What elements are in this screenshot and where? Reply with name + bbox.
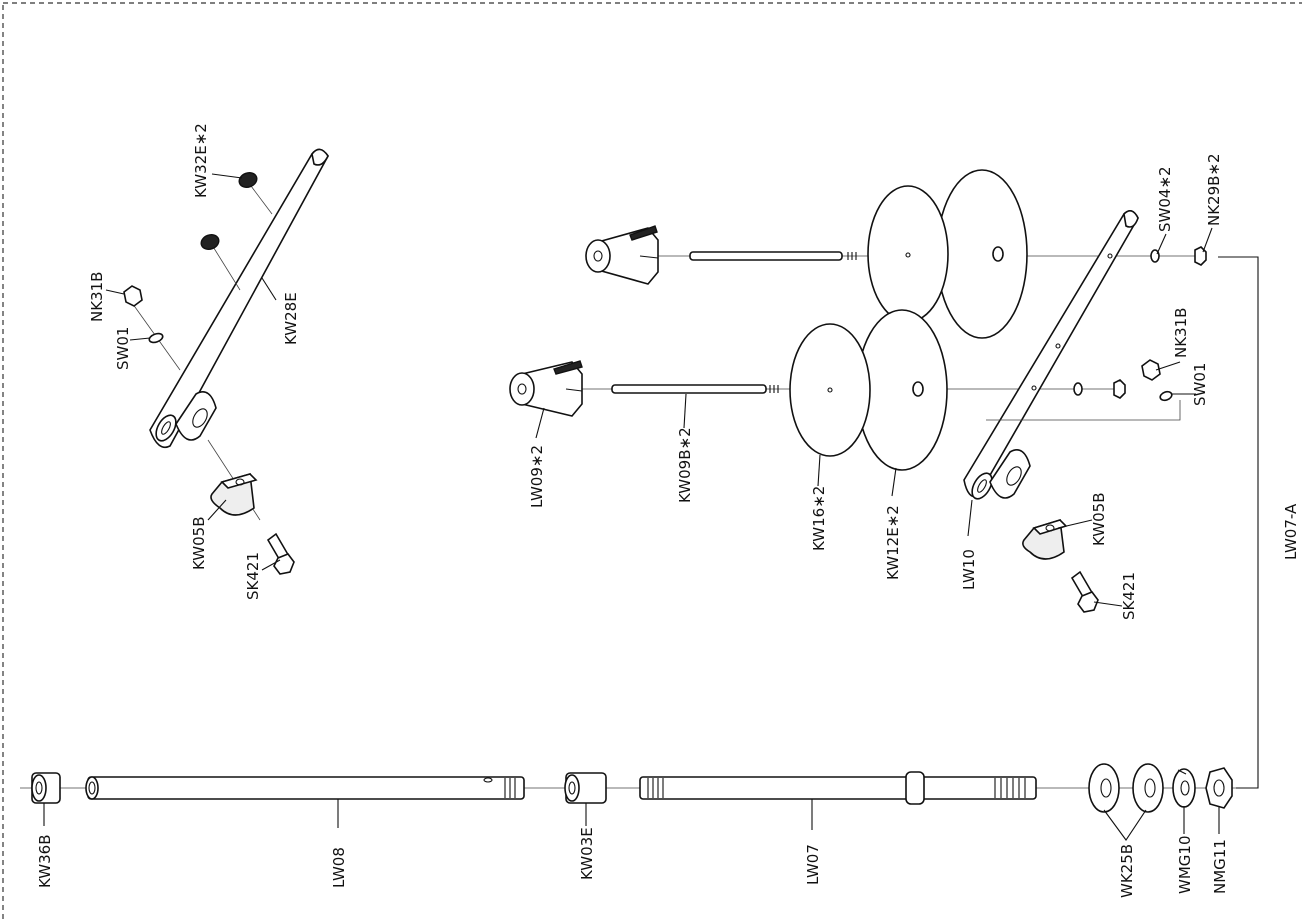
label-sk421-left: SK421 [244, 552, 262, 600]
sw01-right-washer [1159, 390, 1173, 402]
wk25b-washers [1088, 763, 1164, 813]
leader-lw09 [535, 407, 545, 439]
leader-nk29b [1202, 227, 1213, 253]
left-mount-line-3 [247, 181, 273, 215]
upper-disc-back [867, 185, 949, 323]
lower-disc-front [789, 323, 871, 457]
label-nmg11: NMG11 [1211, 839, 1229, 894]
label-lw09: LW09∗2 [528, 445, 546, 508]
leader-sk421-left [261, 559, 281, 571]
label-lw10: LW10 [960, 549, 978, 590]
kw28e-arm [149, 148, 329, 449]
leader-sw01-left [129, 337, 151, 341]
kw32e-knob-top [238, 172, 258, 188]
leader-kw16 [817, 454, 821, 487]
label-kw05b-right: KW05B [1090, 492, 1108, 546]
label-kw05b-left: KW05B [190, 516, 208, 570]
lw07-shaft [639, 771, 1037, 805]
label-nk31b-right: NK31B [1172, 308, 1190, 358]
leader-nk31b-right [1155, 361, 1181, 371]
label-kw09b: KW09B∗2 [676, 427, 694, 503]
label-sw01-right: SW01 [1191, 363, 1209, 406]
label-lw08: LW08 [330, 847, 348, 888]
nmg11-nut [1205, 767, 1233, 809]
nk31b-left-nut [123, 285, 143, 307]
label-sw04: SW04∗2 [1156, 166, 1174, 232]
leader-kw12e [891, 467, 897, 497]
label-kw03e: KW03E [578, 827, 596, 880]
nk31b-right-nut [1141, 359, 1161, 381]
lower-rod [611, 384, 779, 394]
lower-cone [509, 360, 583, 417]
label-kw32e: KW32E∗2 [192, 123, 210, 198]
label-wmg10: WMG10 [1176, 836, 1194, 894]
lw08-tube [85, 776, 525, 800]
label-lw07a: LW07-A [1282, 503, 1300, 560]
wmg10-spring-washer [1172, 768, 1196, 808]
lw07a-bracket-line [1218, 256, 1259, 789]
leader-kw05b-right [1057, 519, 1093, 529]
left-mount-line-2 [211, 244, 241, 291]
label-nk31b-left: NK31B [88, 272, 106, 322]
label-kw36b: KW36B [36, 834, 54, 888]
upper-rod [689, 251, 857, 261]
label-kw28e: KW28E [282, 292, 300, 345]
leader-nk31b-left [105, 289, 125, 295]
label-lw07: LW07 [804, 844, 822, 885]
upper-disc-front [936, 169, 1028, 339]
leader-lw10 [967, 499, 973, 537]
label-kw12e: KW12E∗2 [884, 505, 902, 580]
sk421-left-screw [266, 532, 295, 575]
upper-cone [585, 225, 659, 285]
sw01-left-washer [148, 332, 164, 344]
leader-kw28e [261, 277, 277, 301]
leader-sw04 [1156, 233, 1167, 255]
leader-wk25b [1103, 809, 1147, 841]
sk421-right-screw [1070, 570, 1099, 613]
leader-kw09b [683, 393, 687, 429]
kw05b-right-clamp [1022, 518, 1068, 560]
kw03e-sleeve [564, 772, 607, 804]
lower-spacers [1073, 379, 1126, 399]
label-kw16: KW16∗2 [810, 486, 828, 551]
leader-kw05b-left [207, 499, 227, 521]
kw32e-knob-lower [200, 234, 220, 250]
label-wk25b: WK25B [1118, 844, 1136, 898]
lw10-arm [963, 210, 1139, 500]
label-sk421-right: SK421 [1120, 572, 1138, 620]
label-sw01-left: SW01 [114, 327, 132, 370]
leader-sw01-bracket [986, 400, 1181, 421]
leader-sk421-right [1093, 601, 1123, 607]
leader-kw32e [211, 173, 243, 179]
label-nk29b: NK29B∗2 [1205, 153, 1223, 226]
kw36b-bushing [31, 772, 61, 804]
